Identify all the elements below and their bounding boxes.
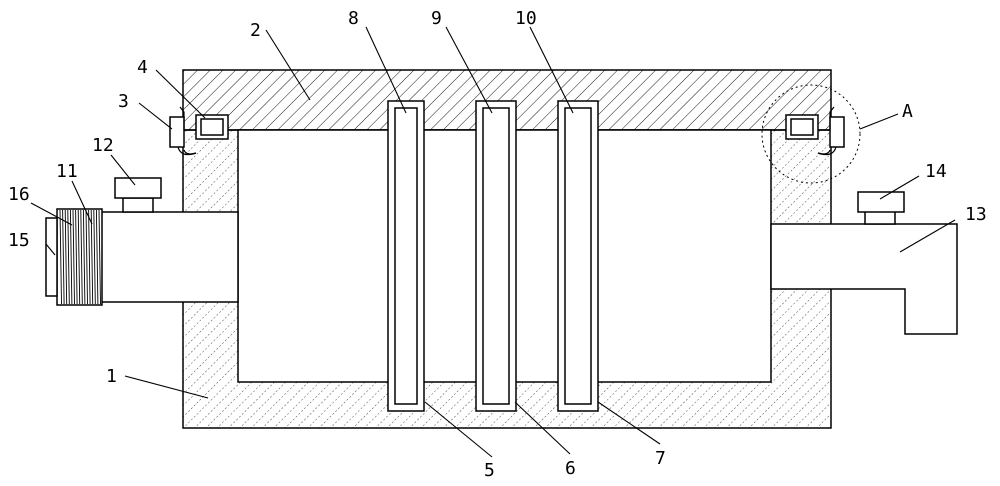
callout-1: 1 bbox=[106, 366, 117, 387]
left-latch bbox=[169, 106, 197, 156]
thread-ridge bbox=[93, 209, 96, 305]
thread-ridge bbox=[88, 209, 91, 305]
thread-ridge bbox=[82, 209, 86, 305]
thread-ridge bbox=[72, 209, 75, 305]
detail-a-circle bbox=[761, 84, 861, 184]
thread-ridge bbox=[64, 209, 68, 305]
thread-ridge bbox=[95, 209, 99, 305]
callout-6: 6 bbox=[565, 458, 576, 479]
filter-plate-10 bbox=[557, 100, 599, 412]
callout-a: A bbox=[902, 101, 913, 122]
right-seal-block bbox=[785, 114, 819, 140]
callout-9: 9 bbox=[431, 8, 442, 29]
callout-12: 12 bbox=[92, 135, 114, 156]
callout-15: 15 bbox=[8, 230, 30, 251]
thread-ridge bbox=[98, 209, 101, 305]
thread-ridge bbox=[85, 209, 88, 305]
callout-4: 4 bbox=[137, 57, 148, 78]
thread-ridge bbox=[80, 209, 83, 305]
outlet-knob bbox=[857, 191, 905, 225]
callout-13: 13 bbox=[965, 204, 987, 225]
callout-5: 5 bbox=[484, 460, 495, 481]
left-seal-block bbox=[195, 114, 229, 140]
filter-plate-9 bbox=[475, 100, 517, 412]
callout-16: 16 bbox=[8, 184, 30, 205]
callout-labels: 1 2 3 4 5 6 7 8 9 10 11 12 13 14 15 16 A bbox=[8, 8, 987, 481]
callout-8: 8 bbox=[348, 8, 359, 29]
filter-plate-8 bbox=[387, 100, 425, 412]
thread-ridge bbox=[67, 209, 70, 305]
callout-10: 10 bbox=[515, 8, 537, 29]
callout-14: 14 bbox=[925, 161, 947, 182]
thread-ridge bbox=[69, 209, 73, 305]
thread-ridge bbox=[75, 209, 78, 305]
thread-ridge bbox=[62, 209, 65, 305]
outlet-pipe bbox=[770, 223, 958, 335]
inlet-knob bbox=[114, 177, 162, 213]
thread-ridge bbox=[90, 209, 94, 305]
callout-2: 2 bbox=[250, 20, 261, 41]
callout-11: 11 bbox=[56, 161, 78, 182]
thread-ridge bbox=[77, 209, 81, 305]
callout-7: 7 bbox=[655, 448, 666, 469]
thread-ridge bbox=[59, 209, 62, 305]
right-latch bbox=[817, 106, 845, 156]
leader-lines bbox=[30, 26, 956, 458]
callout-3: 3 bbox=[118, 91, 129, 112]
threaded-connector bbox=[56, 208, 103, 306]
end-cap bbox=[45, 217, 58, 297]
